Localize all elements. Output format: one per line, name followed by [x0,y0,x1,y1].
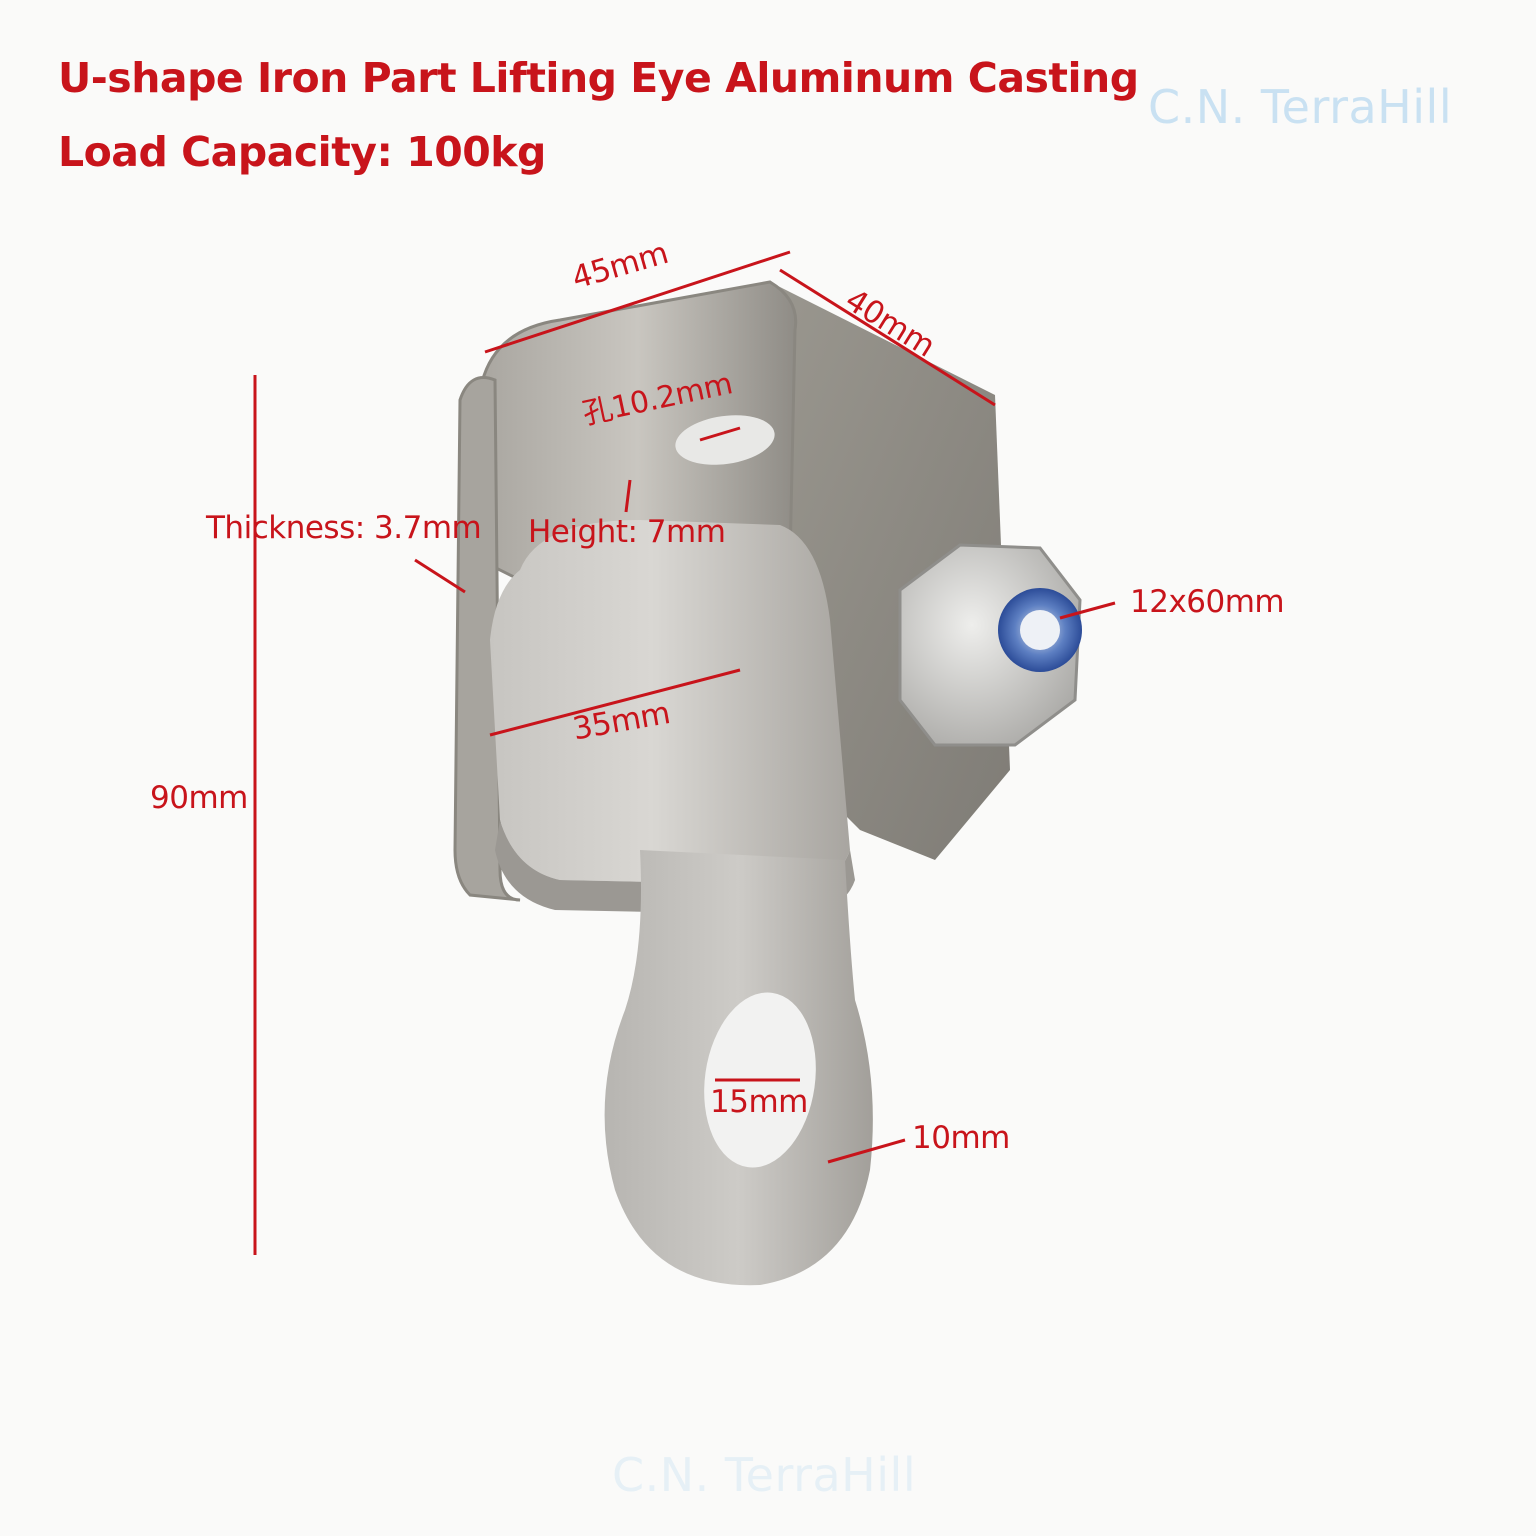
dimension-lines [253,250,1116,1255]
width-dimension-line [484,250,791,354]
bolt-leader [1059,601,1116,620]
thickness-leader [414,558,466,594]
title-line-2: Load Capacity: 100kg [58,128,546,176]
title-line-1: U-shape Iron Part Lifting Eye Aluminum C… [58,54,1139,102]
watermark-top: C.N. TerraHill [1148,80,1453,134]
wheel-dimension-line [489,668,741,737]
watermark-bottom: C.N. TerraHill [612,1448,917,1502]
hole-leader [699,426,741,442]
pulley-wheel [490,520,850,885]
eye-ring-leader [827,1138,906,1164]
eye-inner-label: 15mm [710,1084,808,1120]
depth-dimension-line [779,268,996,407]
bracket-left-plate [453,376,521,902]
small-height-label: Height: 7mm [528,514,726,550]
thickness-label: Thickness: 3.7mm [206,510,482,546]
u-bracket [478,280,798,582]
total-height-label: 90mm [150,780,248,816]
bracket-hole [675,415,775,465]
bolt-label: 12x60mm [1130,584,1285,620]
eye-ring-label: 10mm [912,1120,1010,1156]
small-height-leader [624,479,632,513]
